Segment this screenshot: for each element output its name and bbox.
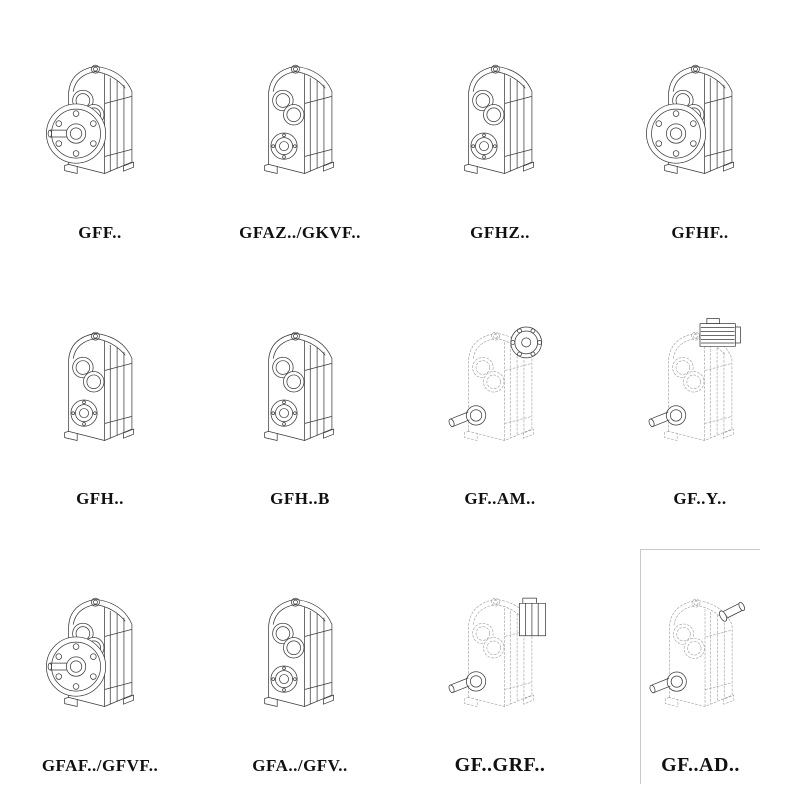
gearbox-drawing-motor-adapter-icon bbox=[447, 326, 542, 441]
catalog-cell-gfhf: GFHF.. bbox=[640, 16, 760, 251]
gearbox-drawing-foot-hub-b-icon bbox=[264, 331, 335, 441]
model-label-gfhz: GFHZ.. bbox=[470, 222, 530, 242]
model-label-gfaf-gfvf: GFAF../GFVF.. bbox=[41, 755, 159, 775]
catalog-cell-gfh-b: GFH..B bbox=[240, 283, 360, 518]
model-label-gfa-gfv: GFA../GFV.. bbox=[252, 755, 348, 775]
model-label-gf-am: GF..AM.. bbox=[464, 489, 536, 509]
catalog-cell-gfa-gfv: GFA../GFV.. bbox=[240, 549, 360, 784]
catalog-cell-gfh: GFH.. bbox=[40, 283, 160, 518]
gearbox-drawing-input-shaft-icon bbox=[648, 599, 747, 708]
model-label-gfh: GFH.. bbox=[76, 489, 124, 509]
model-label-gfhf: GFHF.. bbox=[671, 222, 729, 242]
gearbox-drawing-flange-shaft2-icon bbox=[46, 598, 135, 708]
gearbox-drawing-boltflange-icon bbox=[646, 64, 735, 174]
gearbox-drawing-motor-mounted-icon bbox=[647, 317, 741, 441]
gearbox-drawing-foot-hub-icon bbox=[64, 331, 135, 441]
gearbox-drawing-shrink-hub-icon bbox=[464, 64, 535, 174]
model-label-gf-ad: GF..AD.. bbox=[661, 754, 740, 777]
catalog-cell-gf-ad: GF..AD.. bbox=[640, 549, 760, 784]
gearbox-drawing-hub-icon bbox=[264, 64, 335, 174]
catalog-cell-gf-grf: GF..GRF.. bbox=[440, 549, 560, 784]
gearbox-drawing-hub2-icon bbox=[264, 598, 335, 708]
model-label-gfaz-gkvf: GFAZ../GKVF.. bbox=[239, 222, 361, 242]
model-label-gff: GFF.. bbox=[78, 222, 122, 242]
model-label-gfh-b: GFH..B bbox=[270, 489, 330, 509]
model-label-gf-y: GF..Y.. bbox=[673, 489, 727, 509]
gearbox-drawing-adapter-box-icon bbox=[447, 598, 546, 708]
catalog-cell-gf-y: GF..Y.. bbox=[640, 283, 760, 518]
gearbox-drawing-flange-shaft-icon bbox=[46, 64, 135, 174]
model-label-gf-grf: GF..GRF.. bbox=[454, 754, 546, 777]
catalog-cell-gff: GFF.. bbox=[40, 16, 160, 251]
catalog-cell-gfaf-gfvf: GFAF../GFVF.. bbox=[40, 549, 160, 784]
catalog-cell-gfhz: GFHZ.. bbox=[440, 16, 560, 251]
catalog-cell-gf-am: GF..AM.. bbox=[440, 283, 560, 518]
catalog-cell-gfaz-gkvf: GFAZ../GKVF.. bbox=[239, 16, 361, 251]
